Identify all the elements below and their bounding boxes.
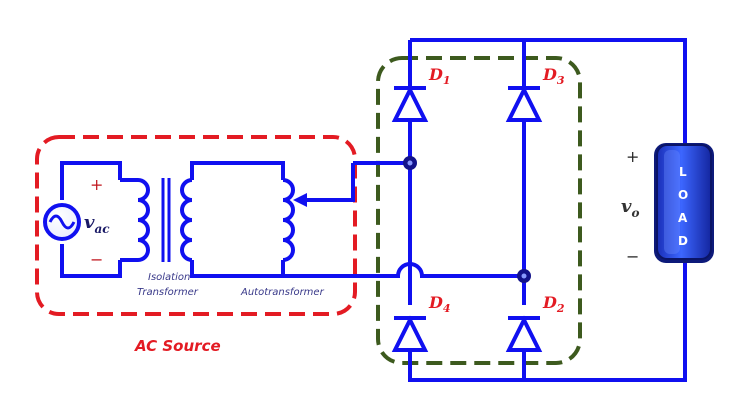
ac-voltage-source <box>43 203 81 241</box>
diode-d3 <box>505 85 543 122</box>
output-voltage-symbol: v <box>621 196 632 217</box>
autotransformer <box>282 163 355 262</box>
wiper-arrow-icon <box>293 193 307 207</box>
bridge-box <box>376 56 582 365</box>
output-voltage-subscript: o <box>631 206 639 220</box>
isolation-label-line2: Transformer <box>137 287 199 298</box>
diode-d2-label: D2 <box>542 293 565 315</box>
source-voltage-symbol: v <box>84 212 95 233</box>
load-letter-a: A <box>678 211 688 225</box>
autotransformer-label: Autotransformer <box>240 287 325 298</box>
diode-d4 <box>391 315 429 352</box>
load-letter-l: L <box>679 165 687 179</box>
isolation-label-line1: Isolation <box>148 272 190 283</box>
diode-d3-label: D3 <box>542 65 565 87</box>
source-plus: + <box>90 175 103 194</box>
source-voltage-subscript: ac <box>94 222 110 236</box>
isolation-transformer <box>137 178 193 262</box>
diode-d1-label: D1 <box>428 65 451 87</box>
bridge-wiring <box>353 38 687 382</box>
ac-source-label: AC Source <box>134 337 221 355</box>
load-block: L O A D <box>654 143 714 263</box>
source-voltage-label: vac <box>84 212 110 236</box>
load-letter-d: D <box>678 234 688 248</box>
sine-wave-icon <box>48 214 76 230</box>
output-voltage-label: vo <box>621 196 639 220</box>
diode-d2 <box>505 315 543 352</box>
output-plus: + <box>626 147 639 166</box>
load-letter-o: O <box>678 188 688 202</box>
diode-d4-label: D4 <box>428 293 451 315</box>
junction-nodes <box>403 156 531 283</box>
ac-source-box <box>35 135 357 316</box>
source-minus: − <box>90 250 103 269</box>
diode-d1 <box>391 85 429 134</box>
output-minus: − <box>626 247 639 266</box>
source-wiring <box>60 161 362 278</box>
